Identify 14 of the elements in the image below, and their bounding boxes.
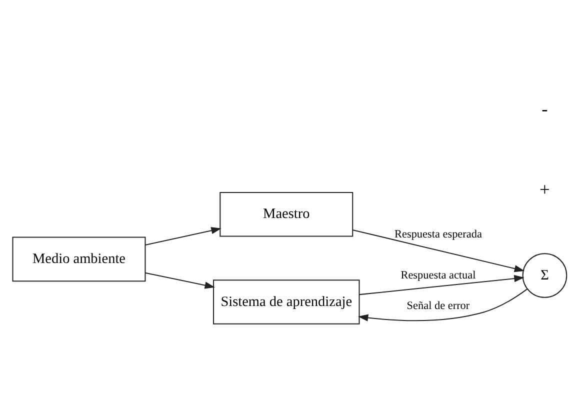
edge-label: Respuesta actual	[400, 269, 476, 282]
arrow	[352, 229, 525, 272]
label: +	[540, 179, 550, 200]
arrow	[145, 227, 222, 246]
label: -	[542, 98, 548, 119]
arrow	[145, 272, 216, 289]
arrow	[358, 288, 528, 322]
node-box: Sistema de aprendizaje	[213, 280, 360, 324]
edge-label: Respuesta esperada	[394, 228, 482, 241]
node-box: Maestro	[220, 192, 354, 237]
node-box: Medio ambiente	[12, 236, 146, 282]
node-circle: Σ	[522, 253, 568, 298]
arrow	[359, 275, 524, 296]
edge-label: Señal de error	[406, 300, 470, 312]
